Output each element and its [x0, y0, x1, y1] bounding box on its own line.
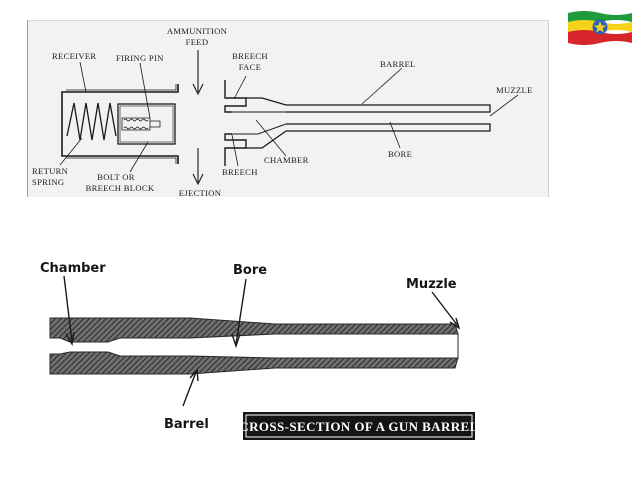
return-spring-label-2: SPRING: [32, 177, 64, 187]
caption-box-inner-border: [245, 414, 473, 438]
bore-label: BORE: [388, 149, 412, 159]
barrel-label: BARREL: [380, 59, 416, 69]
muzzle-cross-section-label: Muzzle: [406, 277, 457, 292]
bolt-label-1: BOLT OR: [97, 172, 135, 182]
barrel-cross-section-label: Barrel: [164, 417, 209, 432]
chamber-label: CHAMBER: [264, 155, 309, 165]
muzzle-label: MUZZLE: [496, 85, 533, 95]
breech-face-label-2: FACE: [239, 62, 262, 72]
firing-pin-label: FIRING PIN: [116, 53, 164, 63]
chamber-cross-section-label: Chamber: [40, 261, 106, 276]
receiver-label: RECEIVER: [52, 51, 96, 61]
caption-text: CROSS-SECTION OF A GUN BARREL: [239, 419, 478, 434]
ammunition-feed-label-1: AMMUNITION: [167, 26, 228, 36]
bolt-label-2: BREECH BLOCK: [86, 183, 155, 193]
breech-label: BREECH: [222, 167, 258, 177]
firearm-action-diagram-panel: [27, 20, 549, 197]
caption-box: [243, 412, 475, 440]
ejection-label: EJECTION: [179, 188, 222, 198]
ammunition-feed-label-2: FEED: [186, 37, 209, 47]
return-spring-label-1: RETURN: [32, 166, 69, 176]
bore-cross-section-label: Bore: [233, 263, 267, 278]
breech-face-label-1: BREECH: [232, 51, 268, 61]
